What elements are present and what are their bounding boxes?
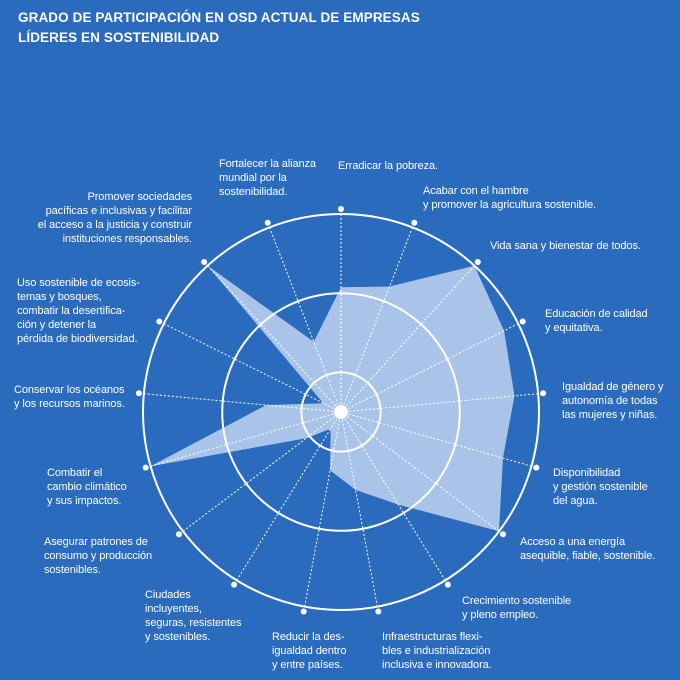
spoke-9 <box>340 411 378 607</box>
chart-title-line-2: LÍDERES EN SOSTENIBILIDAD <box>18 30 220 45</box>
spoke-3 <box>340 265 475 413</box>
spoke-8 <box>340 411 446 581</box>
spoke-11 <box>236 411 342 581</box>
category-label-3: Vida sana y bienestar de todos. <box>490 240 641 252</box>
category-label-16: Promover sociedades pacíficas e inclusiv… <box>37 191 192 245</box>
axis-marker-1 <box>338 206 344 212</box>
category-label-4: Educación de calidad y equitativa. <box>545 308 648 334</box>
ring-1 <box>300 371 382 453</box>
spoke-5 <box>340 393 539 413</box>
spoke-12 <box>182 411 342 532</box>
category-label-10: Reducir la des- igualdad dentro y entre … <box>272 631 347 671</box>
category-label-11: Ciudades incluyentes, seguras, resistent… <box>145 589 242 643</box>
axis-marker-12 <box>176 531 182 538</box>
axis-marker-17 <box>264 219 271 226</box>
chart-title: GRADO DE PARTICIPACIÓN EN OSD ACTUAL DE … <box>18 8 438 48</box>
axis-marker-4 <box>519 318 526 325</box>
ring-2 <box>221 292 461 532</box>
axis-marker-14 <box>135 390 142 397</box>
axis-marker-16 <box>201 259 208 265</box>
category-label-6: Disponibilidad y gestión sostenible del … <box>553 467 648 507</box>
spoke-14 <box>143 393 342 413</box>
axis-marker-13 <box>142 464 149 471</box>
spoke-16 <box>207 265 342 413</box>
category-label-7: Acceso a una energía asequible, fiable, … <box>520 536 656 562</box>
axis-marker-5 <box>540 390 547 397</box>
spoke-17 <box>269 227 342 413</box>
spoke-15 <box>163 323 342 413</box>
axis-marker-6 <box>533 464 540 471</box>
axis-marker-8 <box>444 581 451 588</box>
category-label-1: Erradicar la pobreza. <box>338 160 439 172</box>
category-label-13: Combatir el cambio climático y sus impac… <box>47 467 127 507</box>
category-label-9: Infraestructuras flexi- bles e industria… <box>382 631 492 671</box>
spoke-7 <box>340 411 500 532</box>
category-label-5: Igualdad de género y autonomía de todas … <box>562 381 664 421</box>
axis-marker-2 <box>411 219 418 226</box>
spoke-2 <box>340 227 413 413</box>
spoke-4 <box>340 323 519 413</box>
axis-marker-3 <box>474 259 481 265</box>
axis-marker-9 <box>375 608 382 615</box>
chart-title-line-1: GRADO DE PARTICIPACIÓN EN OSD ACTUAL DE … <box>18 10 420 25</box>
axis-marker-11 <box>231 581 238 588</box>
axis-marker-15 <box>156 318 163 325</box>
axis-marker-10 <box>300 608 307 615</box>
category-label-17: Fortalecer la alianza mundial por la sos… <box>219 158 316 198</box>
center-dot <box>334 405 348 419</box>
spoke-6 <box>340 411 532 467</box>
category-label-12: Asegurar patrones de consumo y producció… <box>44 536 153 576</box>
category-label-15: Uso sostenible de ecosis- temas y bosque… <box>17 277 140 345</box>
category-label-2: Acabar con el hambre y promover la agric… <box>423 185 596 211</box>
ring-3 <box>142 213 540 611</box>
spoke-13 <box>150 411 342 467</box>
spoke-10 <box>304 411 342 607</box>
axis-marker-7 <box>500 531 506 538</box>
category-label-14: Conservar los océanos y los recursos mar… <box>14 384 125 410</box>
data-area <box>150 265 515 532</box>
category-label-8: Crecimiento sostenible y pleno empleo. <box>462 595 572 621</box>
